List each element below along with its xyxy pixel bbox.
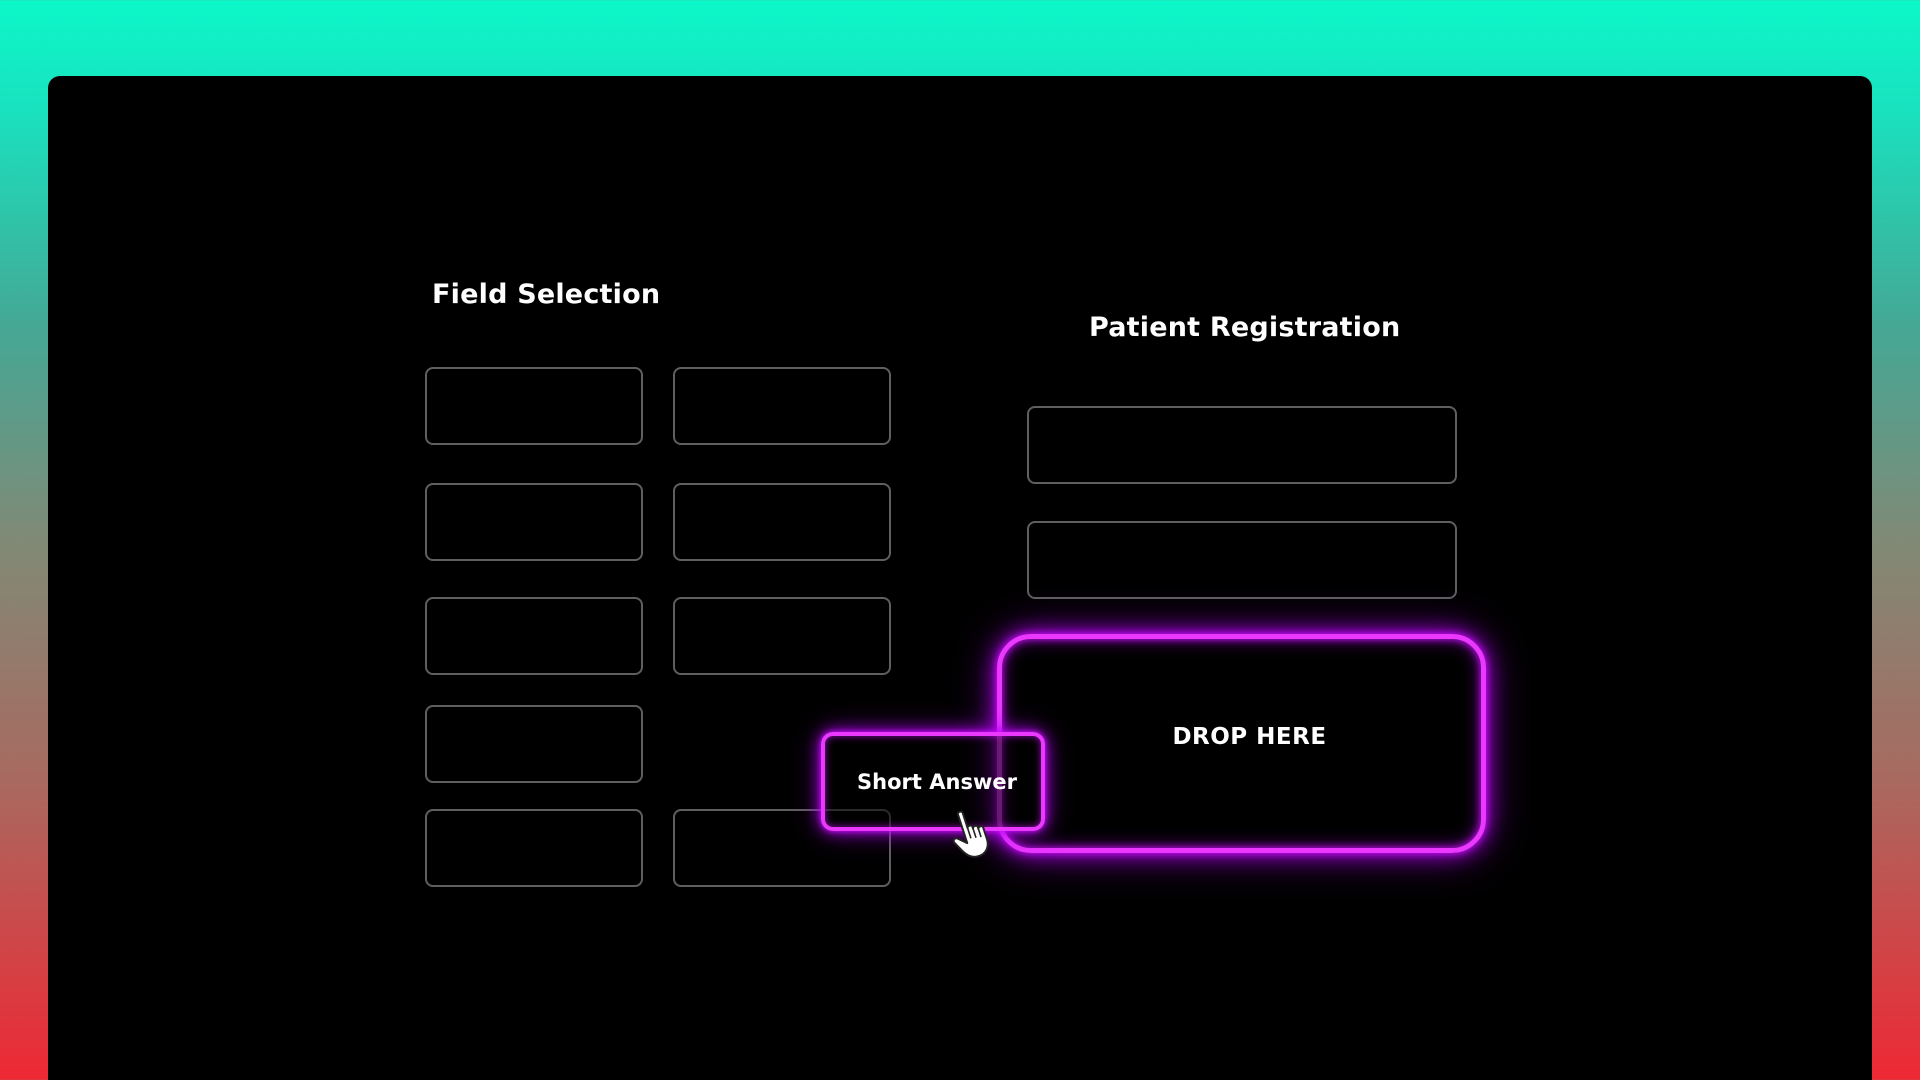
field-option-slot[interactable]	[425, 705, 643, 783]
field-option-slot[interactable]	[673, 597, 891, 675]
field-option-slot[interactable]	[673, 483, 891, 561]
field-option-slot[interactable]	[673, 809, 891, 887]
form-field-slot[interactable]	[1027, 521, 1457, 599]
field-option-slot[interactable]	[673, 367, 891, 445]
field-selection-title: Field Selection	[432, 279, 661, 310]
patient-registration-title: Patient Registration	[1089, 312, 1401, 343]
hand-pointer-icon	[952, 810, 989, 858]
dragged-field-short-answer[interactable]: Short Answer	[821, 732, 1045, 831]
drop-zone[interactable]: DROP HERE	[997, 634, 1486, 853]
app-window	[48, 76, 1872, 1080]
drop-zone-label: DROP HERE	[1172, 723, 1327, 750]
field-option-slot[interactable]	[425, 483, 643, 561]
field-option-slot[interactable]	[425, 367, 643, 445]
form-field-slot[interactable]	[1027, 406, 1457, 484]
field-option-slot[interactable]	[425, 809, 643, 887]
dragged-field-label: Short Answer	[857, 769, 1017, 794]
field-option-slot[interactable]	[425, 597, 643, 675]
